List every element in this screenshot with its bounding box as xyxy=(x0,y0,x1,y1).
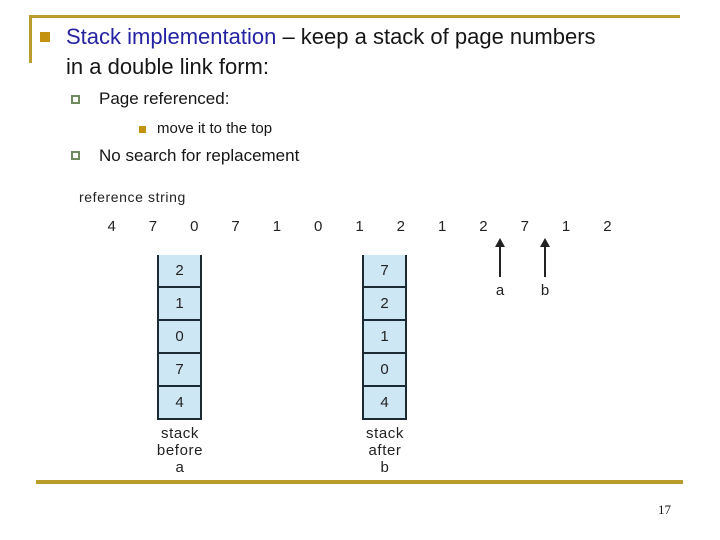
bottom-accent-line xyxy=(36,480,683,484)
stack-cell: 4 xyxy=(157,387,202,420)
title-line2: in a double link form: xyxy=(66,54,269,79)
stack-cell: 1 xyxy=(157,288,202,321)
reference-number: 1 xyxy=(437,218,447,235)
reference-number: 7 xyxy=(148,218,158,235)
title-highlight: Stack implementation xyxy=(66,24,277,49)
arrow-a-label: a xyxy=(495,282,505,299)
stack-cell: 7 xyxy=(362,255,407,288)
slide-title: Stack implementation – keep a stack of p… xyxy=(66,22,720,82)
reference-number: 4 xyxy=(107,218,116,235)
title-line1: Stack implementation – keep a stack of p… xyxy=(66,22,720,52)
arrow-shaft xyxy=(544,247,546,277)
reference-number: 7 xyxy=(231,218,240,235)
stack-after: 7 2 1 0 4 xyxy=(362,255,407,420)
level1-bullet-icon xyxy=(40,32,50,42)
arrow-up-icon xyxy=(540,238,550,247)
reference-number: 1 xyxy=(272,218,282,235)
arrow-shaft xyxy=(499,247,501,277)
reference-number: 7 xyxy=(520,218,529,235)
bullet-page-referenced: Page referenced: xyxy=(99,89,230,108)
stack-label-line: a xyxy=(175,459,185,476)
stack-cell: 7 xyxy=(157,354,202,387)
stack-label-line: before xyxy=(156,442,204,459)
level2-bullet-icon xyxy=(71,95,80,104)
stack-before: 2 1 0 7 4 xyxy=(157,255,202,420)
stack-cell: 0 xyxy=(362,354,407,387)
stack-cell: 2 xyxy=(362,288,407,321)
arrow-a: a xyxy=(494,238,506,299)
stack-label-line: b xyxy=(380,459,390,476)
arrow-up-icon xyxy=(495,238,505,247)
stack-label-line: stack xyxy=(365,425,404,442)
arrow-b: b xyxy=(539,238,551,299)
level2-bullet-icon xyxy=(71,151,80,160)
title-accent-line xyxy=(29,15,32,63)
arrow-b-label: b xyxy=(540,282,550,299)
top-accent-line xyxy=(29,15,680,18)
reference-number: 0 xyxy=(314,218,323,235)
reference-number: 1 xyxy=(561,218,571,235)
stack-cell: 2 xyxy=(157,255,202,288)
stack-before-label: stack before a xyxy=(135,425,225,476)
reference-number: 1 xyxy=(355,218,364,235)
page-number: 17 xyxy=(658,502,671,517)
reference-string-row: 4 7 0 7 1 0 1 2 1 2 7 1 2 xyxy=(91,218,628,235)
reference-string-caption: reference string xyxy=(79,189,186,205)
reference-number: 2 xyxy=(396,218,406,235)
stack-label-line: stack xyxy=(160,425,199,442)
reference-number: 0 xyxy=(190,218,199,235)
reference-number: 2 xyxy=(479,218,488,235)
reference-number: 2 xyxy=(603,218,612,235)
stack-cell: 1 xyxy=(362,321,407,354)
level3-bullet-icon xyxy=(139,126,146,133)
stack-after-label: stack after b xyxy=(340,425,430,476)
title-rest: – keep a stack of page numbers xyxy=(276,24,596,49)
bullet-no-search: No search for replacement xyxy=(99,146,300,165)
stack-label-line: after xyxy=(368,442,402,459)
stack-cell: 4 xyxy=(362,387,407,420)
bullet-move-to-top: move it to the top xyxy=(157,120,273,137)
stack-cell: 0 xyxy=(157,321,202,354)
